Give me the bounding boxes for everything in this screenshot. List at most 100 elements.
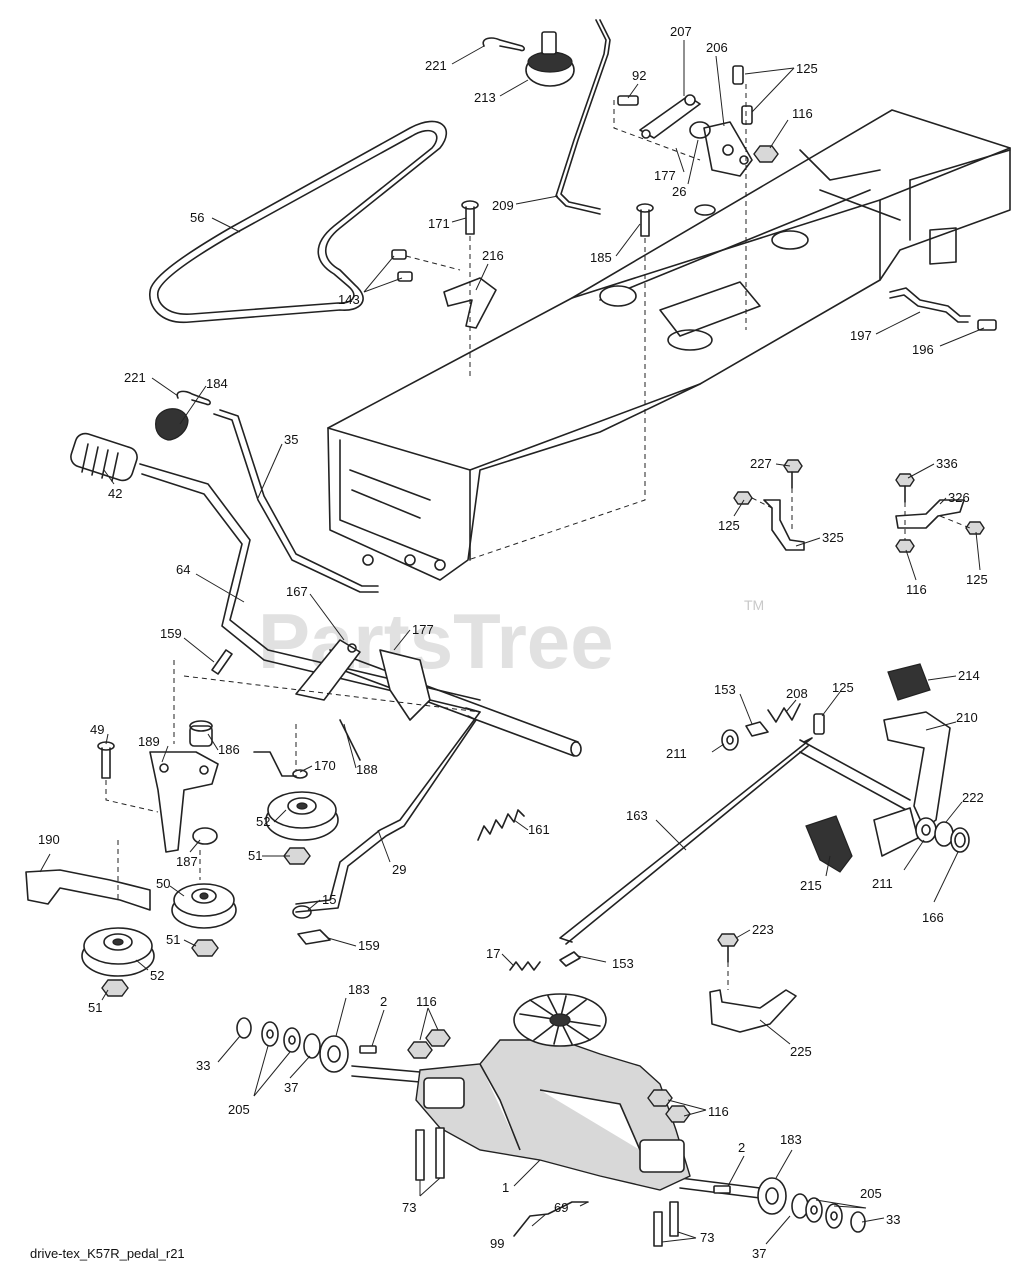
- callout-325[interactable]: 325: [822, 530, 844, 545]
- callout-225[interactable]: 225: [790, 1044, 812, 1059]
- callout-64[interactable]: 64: [176, 562, 190, 577]
- callout-42[interactable]: 42: [108, 486, 122, 501]
- callout-2[interactable]: 2: [380, 994, 387, 1009]
- part-bracket-177: [379, 649, 431, 721]
- callout-221[interactable]: 221: [425, 58, 447, 73]
- callout-51[interactable]: 51: [248, 848, 262, 863]
- callout-73[interactable]: 73: [402, 1200, 416, 1215]
- callout-166[interactable]: 166: [922, 910, 944, 925]
- callout-49[interactable]: 49: [90, 722, 104, 737]
- callout-159[interactable]: 159: [160, 626, 182, 641]
- callout-171[interactable]: 171: [428, 216, 450, 231]
- callout-185[interactable]: 185: [590, 250, 612, 265]
- part-rod-35: [213, 409, 379, 593]
- part-clip-33-left: [236, 1017, 252, 1039]
- callout-163[interactable]: 163: [626, 808, 648, 823]
- part-bolt-227: [783, 459, 803, 489]
- callout-208[interactable]: 208: [786, 686, 808, 701]
- callout-161[interactable]: 161: [528, 822, 550, 837]
- callout-56[interactable]: 56: [190, 210, 204, 225]
- callout-222[interactable]: 222: [962, 790, 984, 805]
- callout-214[interactable]: 214: [958, 668, 980, 683]
- callout-196[interactable]: 196: [912, 342, 934, 357]
- callout-184[interactable]: 184: [206, 376, 228, 391]
- callout-177[interactable]: 177: [654, 168, 676, 183]
- callout-197[interactable]: 197: [850, 328, 872, 343]
- callout-211[interactable]: 211: [666, 746, 687, 761]
- callout-1[interactable]: 1: [502, 1180, 509, 1195]
- callout-170[interactable]: 170: [314, 758, 336, 773]
- callout-159[interactable]: 159: [358, 938, 380, 953]
- part-bracket-326: [895, 499, 965, 529]
- callout-187[interactable]: 187: [176, 854, 198, 869]
- callout-35[interactable]: 35: [284, 432, 298, 447]
- callout-37[interactable]: 37: [752, 1246, 766, 1261]
- callout-209[interactable]: 209: [492, 198, 514, 213]
- callout-167[interactable]: 167: [286, 584, 308, 599]
- callout-116[interactable]: 116: [708, 1104, 729, 1119]
- callout-207[interactable]: 207: [670, 24, 692, 39]
- part-pedal-pad-215: [805, 815, 853, 873]
- callout-99[interactable]: 99: [490, 1236, 504, 1251]
- callout-183[interactable]: 183: [780, 1132, 802, 1147]
- callout-189[interactable]: 189: [138, 734, 160, 749]
- callout-125[interactable]: 125: [718, 518, 740, 533]
- part-bolts-143: [391, 249, 413, 282]
- callout-153[interactable]: 153: [714, 682, 736, 697]
- callout-143[interactable]: 143: [338, 292, 360, 307]
- part-bushing-183-left: [319, 1035, 349, 1073]
- callout-205[interactable]: 205: [860, 1186, 882, 1201]
- part-bushing-186: [189, 720, 213, 747]
- callout-183[interactable]: 183: [348, 982, 370, 997]
- callout-50[interactable]: 50: [156, 876, 170, 891]
- callout-17[interactable]: 17: [486, 946, 500, 961]
- callout-177[interactable]: 177: [412, 622, 434, 637]
- callout-216[interactable]: 216: [482, 248, 504, 263]
- callout-15[interactable]: 15: [322, 892, 336, 907]
- callout-188[interactable]: 188: [356, 762, 378, 777]
- callout-205[interactable]: 205: [228, 1102, 250, 1117]
- part-bolts-73-left: [415, 1127, 445, 1181]
- part-rod-163: [559, 737, 813, 945]
- callout-223[interactable]: 223: [752, 922, 774, 937]
- callout-336[interactable]: 336: [936, 456, 958, 471]
- callout-33[interactable]: 33: [886, 1212, 900, 1227]
- callout-153[interactable]: 153: [612, 956, 634, 971]
- callout-116[interactable]: 116: [906, 582, 927, 597]
- callout-37[interactable]: 37: [284, 1080, 298, 1095]
- callout-221[interactable]: 221: [124, 370, 146, 385]
- callout-52[interactable]: 52: [150, 968, 164, 983]
- callout-326[interactable]: 326: [948, 490, 970, 505]
- callout-51[interactable]: 51: [166, 932, 180, 947]
- callout-227[interactable]: 227: [750, 456, 772, 471]
- part-bolts-125-top: [732, 65, 753, 125]
- callout-211[interactable]: 211: [872, 876, 893, 891]
- callout-116[interactable]: 116: [792, 106, 813, 121]
- callout-26[interactable]: 26: [672, 184, 686, 199]
- callout-186[interactable]: 186: [218, 742, 240, 757]
- callout-52[interactable]: 52: [256, 814, 270, 829]
- callout-125[interactable]: 125: [832, 680, 854, 695]
- callout-51[interactable]: 51: [88, 1000, 102, 1015]
- callout-73[interactable]: 73: [700, 1230, 714, 1245]
- part-washer-15: [292, 905, 312, 919]
- callout-206[interactable]: 206: [706, 40, 728, 55]
- callout-215[interactable]: 215: [800, 878, 822, 893]
- callout-190[interactable]: 190: [38, 832, 60, 847]
- part-bolt-125-bracket-right: [965, 521, 985, 535]
- callout-210[interactable]: 210: [956, 710, 978, 725]
- callout-33[interactable]: 33: [196, 1058, 210, 1073]
- part-bracket-216: [443, 277, 497, 329]
- callout-125[interactable]: 125: [796, 61, 818, 76]
- callout-125[interactable]: 125: [966, 572, 988, 587]
- watermark-trademark: TM: [744, 597, 764, 613]
- callout-29[interactable]: 29: [392, 862, 406, 877]
- callout-213[interactable]: 213: [474, 90, 496, 105]
- callout-69[interactable]: 69: [554, 1200, 568, 1215]
- callout-116[interactable]: 116: [416, 994, 437, 1009]
- callout-2[interactable]: 2: [738, 1140, 745, 1155]
- part-drive-belt: [149, 120, 448, 324]
- part-pin-159-lower: [297, 929, 331, 945]
- callout-92[interactable]: 92: [632, 68, 646, 83]
